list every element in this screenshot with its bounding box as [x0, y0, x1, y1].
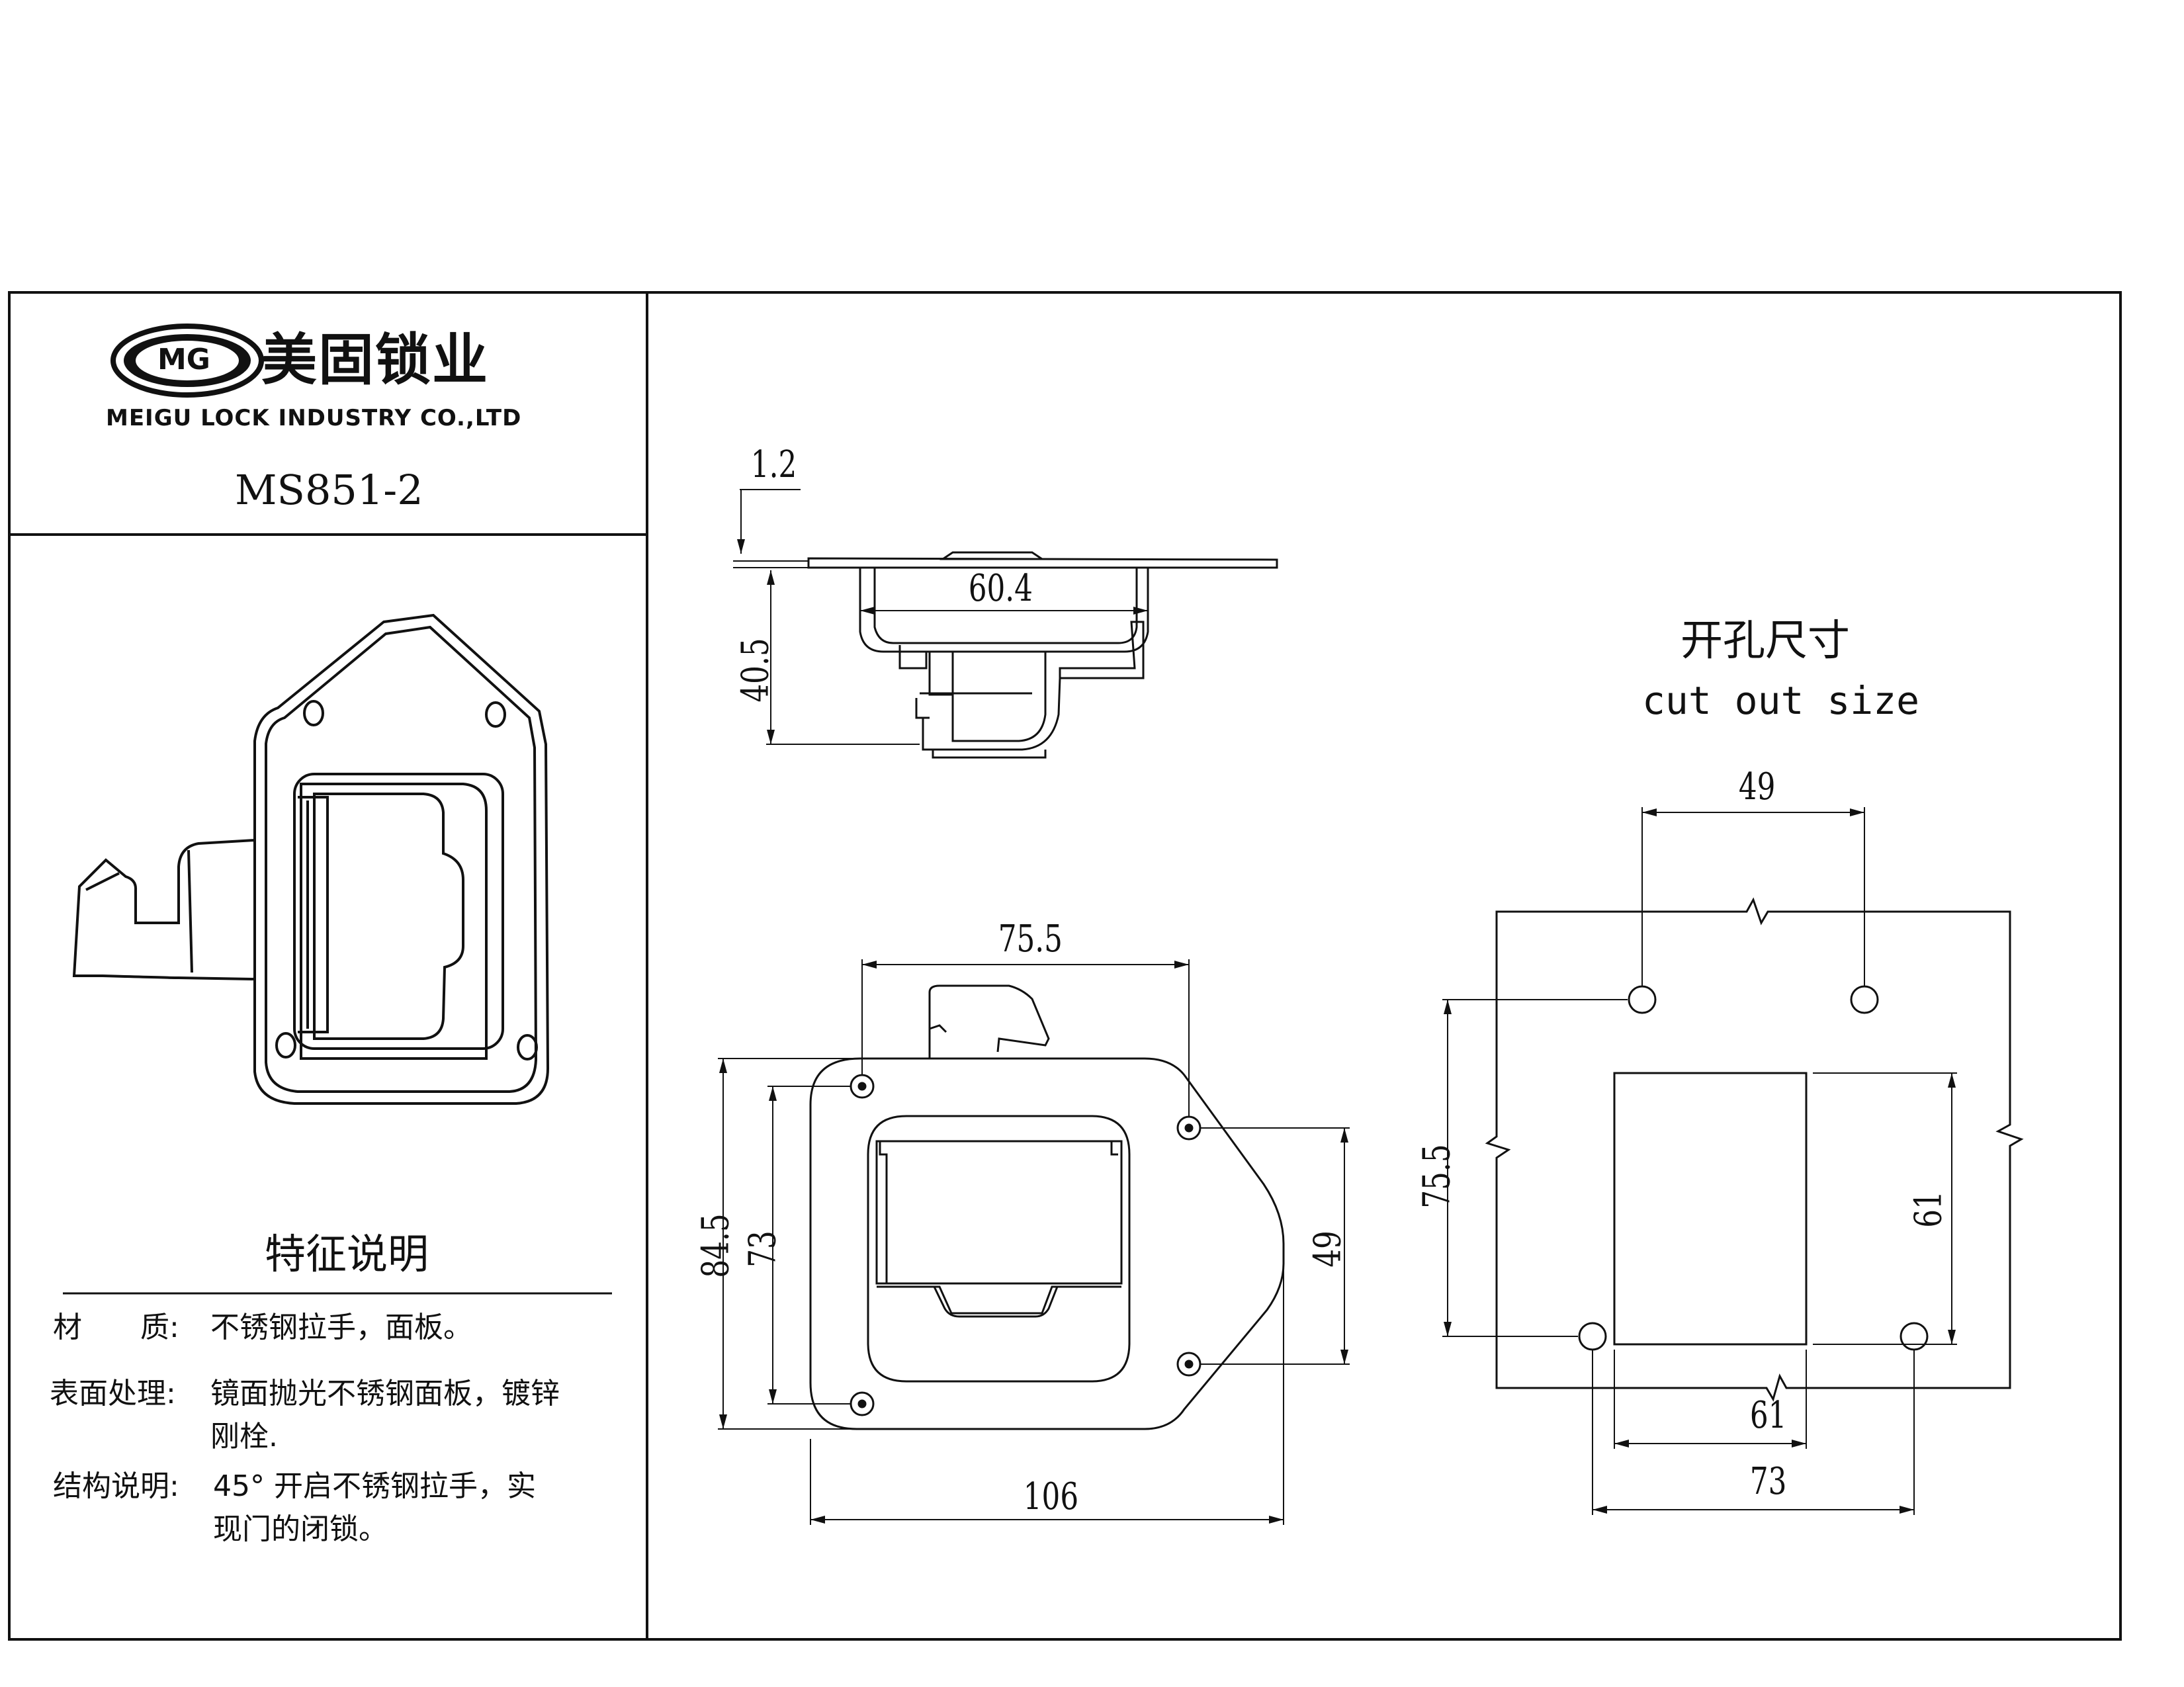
dim-front-right-holes: 49 — [1306, 1231, 1350, 1268]
dim-cut-bottom-holes: 73 — [1749, 1460, 1787, 1503]
mg-logo — [110, 324, 264, 398]
dim-front-height: 84.5 — [694, 1213, 738, 1278]
dim-front-width: 106 — [1023, 1475, 1079, 1518]
dim-side-depth: 40.5 — [734, 638, 777, 703]
dim-front-hole-height: 73 — [741, 1231, 785, 1268]
cutout-title-cn: 开孔尺寸 — [1681, 617, 1850, 666]
company-name-cn: 美固锁业 — [261, 327, 490, 392]
dimension-arrows — [719, 539, 1956, 1524]
structure-label: 结构说明: — [53, 1469, 179, 1503]
dim-cut-square-width: 61 — [1749, 1394, 1787, 1437]
material-label: 材 质: — [53, 1311, 179, 1344]
dim-side-thickness: 1.2 — [750, 443, 797, 486]
cutout-title-en: cut out size — [1642, 678, 1920, 723]
dim-side-width: 60.4 — [968, 567, 1033, 610]
drawing-frame — [8, 291, 2122, 1641]
structure-value-2: 现门的闭锁。 — [213, 1512, 388, 1546]
cutout-view — [1442, 807, 2024, 1515]
dim-cut-top-holes: 49 — [1738, 765, 1776, 808]
surface-value-2: 刚栓. — [210, 1420, 278, 1453]
model-number: MS851-2 — [235, 466, 423, 514]
surface-label: 表面处理: — [50, 1377, 176, 1410]
logo-letters: MG — [157, 343, 210, 376]
features-title: 特征说明 — [265, 1230, 429, 1278]
dim-cut-square-height: 61 — [1907, 1191, 1950, 1228]
dim-cut-vertical: 75.5 — [1415, 1144, 1459, 1209]
lock-front-view — [718, 959, 1350, 1525]
dim-front-hole-span: 75.5 — [998, 918, 1063, 961]
material-value: 不锈钢拉手，面板。 — [210, 1311, 472, 1344]
structure-value-1: 45° 开启不锈钢拉手，实 — [213, 1469, 536, 1503]
surface-value-1: 镜面抛光不锈钢面板，镀锌 — [210, 1377, 560, 1410]
lock-perspective-view — [72, 613, 550, 1105]
lock-side-view — [733, 489, 1278, 759]
company-name-en: MEIGU LOCK INDUSTRY CO.,LTD — [106, 405, 522, 431]
